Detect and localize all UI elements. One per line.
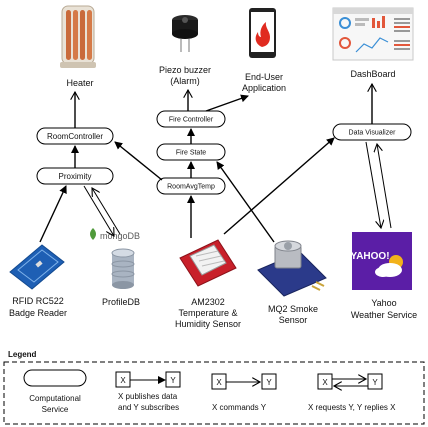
edge-roomavgtemp-roomcontroller [114, 141, 163, 181]
yahoo-logo-text: YAHOO! [350, 251, 389, 262]
yahoo-label-line2: Weather Service [351, 310, 417, 320]
yahoo-weather-icon: YAHOO! [350, 232, 412, 290]
legend: Legend Computational Service X Y X publi… [3, 350, 425, 425]
mongodb-logo: mongoDB [90, 228, 140, 241]
legend-req-x: X [322, 378, 328, 387]
proximity-label: Proximity [59, 172, 92, 181]
mq2-label-line2: Sensor [279, 315, 308, 325]
rfid-reader-icon [9, 244, 65, 290]
legend-pub-x: X [120, 376, 126, 385]
edge-firecontroller-enduser [205, 94, 249, 112]
rfid-label-line1: RFID RC522 [12, 296, 64, 306]
legend-computational-line1: Computational [29, 394, 81, 403]
legend-cmd-x: X [216, 378, 222, 387]
legend-service-shape [23, 369, 87, 387]
dashboard-screenshot-icon [332, 7, 414, 61]
edge-profiledb-proximity-reply [92, 188, 121, 235]
piezo-label-line1: Piezo buzzer [159, 65, 211, 75]
legend-box [3, 361, 425, 425]
roomcontroller-label: RoomController [47, 132, 103, 141]
yahoo-label-line1: Yahoo [371, 298, 396, 308]
smartphone-fire-app-icon [249, 8, 276, 58]
edge-yahoo-datavisualizer-reply [377, 144, 392, 229]
database-icon [111, 248, 135, 289]
proximity-service: Proximity [36, 167, 114, 185]
rfid-label-line2: Badge Reader [9, 308, 67, 318]
legend-requests-text: X requests Y, Y replies X [308, 403, 396, 412]
firestate-label: Fire State [176, 150, 206, 157]
heater-icon [60, 5, 96, 68]
legend-publishes-line2: and Y subscribes [118, 403, 179, 412]
legend-commands-text: X commands Y [212, 403, 267, 412]
dashboard-label: DashBoard [350, 69, 395, 79]
profiledb-label: ProfileDB [102, 297, 140, 307]
firestate-service: Fire State [156, 143, 226, 161]
legend-title: Legend [8, 350, 37, 359]
edge-am2302-datavisualizer [223, 137, 335, 235]
edge-mq2-firestate [216, 161, 275, 243]
am2302-sensor-icon [179, 239, 237, 287]
legend-computational-line2: Service [42, 405, 69, 414]
legend-pub-y: Y [170, 376, 176, 385]
roomavgtemp-service: RoomAvgTemp [156, 177, 226, 195]
datavisualizer-label: Data Visualizer [349, 130, 397, 137]
legend-publishes-line1: X publishes data [118, 392, 178, 401]
roomavgtemp-label: RoomAvgTemp [167, 184, 215, 191]
mq2-smoke-sensor-icon [257, 240, 327, 297]
legend-cmd-y: Y [266, 378, 272, 387]
am2302-label-line1: AM2302 [191, 297, 225, 307]
mq2-label-line1: MQ2 Smoke [268, 304, 318, 314]
piezo-buzzer-icon [172, 15, 198, 52]
roomcontroller-service: RoomController [36, 127, 114, 145]
am2302-label-line3: Humidity Sensor [175, 319, 241, 329]
datavisualizer-service: Data Visualizer [332, 123, 412, 141]
heater-label: Heater [66, 78, 93, 88]
edge-datavisualizer-yahoo-request [365, 141, 381, 228]
firecontroller-label: Fire Controller [169, 117, 214, 124]
am2302-label-line2: Temperature & [178, 308, 237, 318]
piezo-label-line2: (Alarm) [170, 76, 200, 86]
legend-req-y: Y [372, 378, 378, 387]
edge-rfid-proximity [39, 185, 67, 243]
enduser-label-line1: End-User [245, 72, 283, 82]
mongodb-logo-text: mongoDB [100, 231, 140, 241]
edge-proximity-profiledb-request [83, 185, 114, 236]
firecontroller-service: Fire Controller [156, 110, 226, 128]
enduser-label-line2: Application [242, 83, 286, 93]
